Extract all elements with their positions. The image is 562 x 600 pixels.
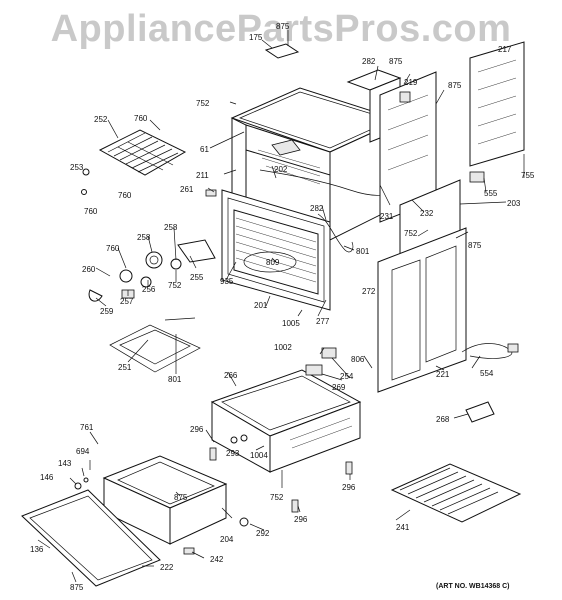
callout-269: 269 — [332, 383, 346, 392]
callout-260: 260 — [82, 265, 96, 274]
callout-261: 261 — [180, 185, 194, 194]
callout-232: 232 — [420, 209, 434, 218]
callout-231: 231 — [380, 212, 394, 221]
callout-935: 935 — [220, 277, 234, 286]
callout-1004: 1004 — [250, 451, 268, 460]
callout-875-d: 875 — [468, 241, 482, 250]
callout-292: 292 — [256, 529, 270, 538]
callout-293: 293 — [226, 449, 240, 458]
callout-175: 175 — [249, 33, 263, 42]
callout-752-a: 752 — [196, 99, 210, 108]
callout-806: 806 — [351, 355, 365, 364]
callout-875-a: 875 — [276, 22, 290, 31]
leader-lines — [37, 30, 525, 583]
leveling-feet — [209, 434, 353, 513]
callout-875-e: 875 — [174, 493, 188, 502]
callout-296-c: 296 — [294, 515, 308, 524]
oven-rack-241 — [390, 463, 522, 523]
power-cord-554 — [461, 343, 519, 359]
callout-201: 201 — [254, 301, 268, 310]
callout-211: 211 — [196, 171, 209, 180]
callout-875-f: 875 — [70, 583, 84, 592]
callout-801-a: 801 — [356, 247, 370, 256]
callout-760-d: 760 — [106, 244, 120, 253]
vent-plate-175 — [264, 43, 300, 59]
callout-labels: 875 175 282 875 217 752 219 875 252 760 … — [30, 22, 535, 592]
callout-258-a: 258 — [137, 233, 151, 242]
callout-61: 61 — [200, 145, 209, 154]
callout-266: 266 — [224, 371, 238, 380]
callout-254: 254 — [340, 372, 354, 381]
callout-256: 256 — [142, 285, 156, 294]
callout-143: 143 — [58, 459, 72, 468]
callout-752-b: 752 — [404, 229, 418, 238]
callout-255: 255 — [190, 273, 204, 282]
drawer-front-136 — [21, 477, 161, 587]
callout-251: 251 — [118, 363, 132, 372]
switch-268 — [465, 401, 495, 423]
callout-268: 268 — [436, 415, 450, 424]
callout-694: 694 — [76, 447, 90, 456]
callout-259: 259 — [100, 307, 114, 316]
callout-755: 755 — [521, 171, 535, 180]
storage-drawer-204 — [102, 455, 249, 555]
callout-1002: 1002 — [274, 343, 292, 352]
callout-752-c: 752 — [168, 281, 182, 290]
callout-296-b: 296 — [342, 483, 356, 492]
callout-241: 241 — [396, 523, 410, 532]
callout-277: 277 — [316, 317, 330, 326]
callout-136: 136 — [30, 545, 44, 554]
callout-760-b: 760 — [84, 207, 98, 216]
callout-282-a: 282 — [362, 57, 376, 66]
oven-door-frame — [221, 189, 354, 311]
callout-1005: 1005 — [282, 319, 300, 328]
callout-296-a: 296 — [190, 425, 204, 434]
watermark: AppliancePartsPros.com — [50, 8, 512, 50]
callout-761: 761 — [80, 423, 94, 432]
callout-219: 219 — [404, 78, 418, 87]
left-small-parts — [81, 168, 217, 373]
callout-222: 222 — [160, 563, 174, 572]
callout-801-b: 801 — [168, 375, 182, 384]
callout-203: 203 — [507, 199, 521, 208]
callout-258-b: 258 — [164, 223, 178, 232]
callout-760-a: 760 — [134, 114, 148, 123]
callout-252: 252 — [94, 115, 108, 124]
callout-204: 204 — [220, 535, 234, 544]
callout-875-b: 875 — [389, 57, 403, 66]
callout-253: 253 — [70, 163, 84, 172]
callout-146: 146 — [40, 473, 54, 482]
callout-272: 272 — [362, 287, 376, 296]
callout-202: 202 — [274, 165, 288, 174]
callout-282-b: 282 — [310, 204, 324, 213]
callout-760-c: 760 — [118, 191, 132, 200]
art-number: (ART NO. WB14368 C) — [436, 583, 510, 590]
broil-element-252 — [98, 129, 187, 176]
callout-809: 809 — [266, 258, 280, 267]
callout-217: 217 — [498, 45, 512, 54]
callout-875-c: 875 — [448, 81, 462, 90]
callout-752-d: 752 — [270, 493, 284, 502]
callout-554: 554 — [480, 369, 494, 378]
side-panel-221 — [377, 227, 467, 393]
callout-242: 242 — [210, 555, 224, 564]
callout-221: 221 — [436, 370, 450, 379]
callout-257: 257 — [120, 297, 134, 306]
callout-555: 555 — [484, 189, 498, 198]
